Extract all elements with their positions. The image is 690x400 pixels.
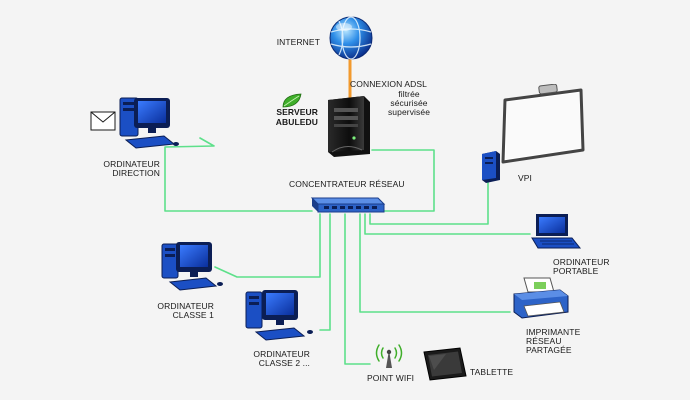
link-classe1-hub: [214, 213, 321, 278]
classe1-label-line1: ORDINATEUR: [157, 301, 214, 311]
leaf-icon: [282, 93, 302, 108]
printer-icon[interactable]: [510, 276, 570, 324]
server-name-line2: ABULEDU: [275, 117, 318, 127]
direction-label-line1: ORDINATEUR: [103, 159, 160, 169]
adsl-filtered-label: filtrée: [398, 89, 420, 99]
laptop-icon[interactable]: [528, 212, 582, 252]
tablet-label: TABLETTE: [470, 367, 514, 377]
classe1-label-line2: CLASSE 1: [172, 310, 214, 320]
adsl-title-label: CONNEXION ADSL: [350, 79, 427, 89]
adsl-supervised-label: supervisée: [387, 107, 431, 117]
direction-label-line2: DIRECTION: [112, 168, 160, 178]
link-vpi-hub: [369, 181, 489, 225]
printer-label-line1: IMPRIMANTE: [526, 327, 581, 337]
vpi-computer-tower-icon[interactable]: [478, 148, 502, 184]
link-classe2-hub: [319, 213, 331, 331]
server-tower-icon[interactable]: [318, 94, 374, 158]
printer-label-line3: PARTAGÉE: [526, 345, 572, 355]
classe2-computer-icon[interactable]: [244, 288, 326, 342]
link-printer-hub: [359, 213, 511, 313]
wifi-label: POINT WIFI: [367, 373, 415, 383]
link-server-hub: [371, 149, 435, 212]
classe2-label-line1: ORDINATEUR: [253, 349, 310, 359]
portable-label-line1: ORDINATEUR: [553, 257, 610, 267]
tablet-icon[interactable]: [420, 346, 468, 382]
interactive-whiteboard-icon[interactable]: [495, 84, 590, 164]
link-laptop-hub: [364, 213, 531, 235]
link-direction-hub: [164, 137, 313, 212]
envelope-icon: [90, 111, 116, 131]
link-wifi-hub: [344, 213, 371, 365]
classe1-computer-icon[interactable]: [160, 240, 226, 292]
portable-label-line2: PORTABLE: [553, 266, 599, 276]
hub-label: CONCENTRATEUR RÉSEAU: [289, 179, 405, 189]
direction-computer-icon[interactable]: [90, 96, 180, 156]
server-name-line1: SERVEUR: [276, 107, 318, 117]
adsl-secured-label: sécurisée: [390, 98, 428, 108]
internet-label: INTERNET: [276, 37, 320, 47]
vpi-label: VPI: [518, 173, 533, 183]
classe2-label-line2: CLASSE 2 ...: [258, 358, 310, 368]
network-hub-icon[interactable]: [306, 192, 386, 218]
wifi-antenna-icon[interactable]: [372, 340, 406, 370]
globe-icon[interactable]: [327, 14, 375, 62]
printer-label-line2: RÉSEAU: [526, 336, 562, 346]
